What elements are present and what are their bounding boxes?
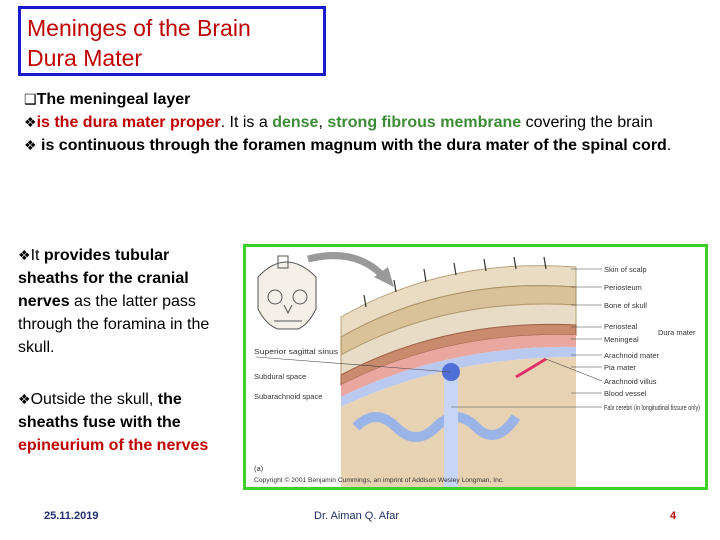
label-bone-skull: Bone of skull xyxy=(604,301,647,310)
meninges-figure: Skin of scalp Periosteum Bone of skull P… xyxy=(243,244,708,490)
label-pia-mater: Pia mater xyxy=(604,363,637,372)
arrowhead-icon xyxy=(374,267,394,287)
label-dura-mater: Dura mater xyxy=(658,328,696,337)
bullet-3-text-a: is continuous through the foramen magnum… xyxy=(36,137,667,154)
diamond-bullet-icon: ❖ xyxy=(24,137,37,153)
bullet-2: ❖is the dura mater proper. It is a dense… xyxy=(24,111,714,134)
diamond-bullet-icon: ❖ xyxy=(18,391,31,407)
bullet-2-text-e: strong fibrous membrane xyxy=(327,114,522,131)
label-arachnoid-mater: Arachnoid mater xyxy=(604,351,660,360)
para2-text-b: provides tubular sheaths for the cranial… xyxy=(18,247,189,310)
title-box: Meninges of the Brain Dura Mater xyxy=(18,6,326,76)
arrow-icon xyxy=(307,252,387,280)
para2-text-a: It xyxy=(30,247,44,264)
paragraph-meningeal-layer: ❑The meningeal layer ❖is the dura mater … xyxy=(24,88,714,157)
label-periosteum: Periosteum xyxy=(604,283,642,292)
para3-text-b: the sheaths fuse with the xyxy=(18,391,182,431)
label-subdural-space: Subdural space xyxy=(254,372,306,381)
bullet-1-text: The meningeal layer xyxy=(36,91,191,108)
para3-text-a: Outside the skull, xyxy=(30,391,158,408)
bullet-2-text-f: covering the brain xyxy=(521,114,653,131)
bullet-2-text-c: dense xyxy=(272,114,319,131)
leader-lines xyxy=(255,268,603,408)
bullet-3: ❖ is continuous through the foramen magn… xyxy=(24,134,714,157)
box-bullet-icon: ❑ xyxy=(24,91,37,107)
diamond-bullet-icon: ❖ xyxy=(24,114,37,130)
skull-icon xyxy=(257,255,317,330)
label-part-a: (a) xyxy=(254,464,264,473)
paragraph-outside-skull: ❖Outside the skull, the sheaths fuse wit… xyxy=(18,388,233,457)
bullet-2-text-d: , xyxy=(318,114,328,131)
label-meningeal: Meningeal xyxy=(604,335,639,344)
label-blood-vessel: Blood vessel xyxy=(604,389,647,398)
title-line-1: Meninges of the Brain xyxy=(27,15,251,41)
title-line-2: Dura Mater xyxy=(27,45,143,71)
footer-date: 25.11.2019 xyxy=(44,510,99,522)
bullet-2-text-b: . It is a xyxy=(220,114,273,131)
tissue-block xyxy=(340,265,577,487)
label-falx-cerebri: Falx cerebri (in longitudinal fissure on… xyxy=(604,403,700,412)
label-skin-scalp: Skin of scalp xyxy=(604,265,647,274)
bullet-1: ❑The meningeal layer xyxy=(24,88,714,111)
figure-copyright: Copyright © 2001 Benjamin Cummings, an i… xyxy=(254,477,504,484)
bullet-2-text-a: is the dura mater proper xyxy=(36,114,221,131)
label-periosteal: Periosteal xyxy=(604,322,638,331)
footer-author: Dr. Aiman Q. Afar xyxy=(314,510,399,522)
label-superior-sinus: Superior sagittal sinus xyxy=(254,347,338,356)
meninges-illustration: Skin of scalp Periosteum Bone of skull P… xyxy=(254,252,700,487)
bullet-3-text-b: . xyxy=(666,137,672,154)
paragraph-tubular-sheaths: ❖It provides tubular sheaths for the cra… xyxy=(18,244,233,359)
footer-page-number: 4 xyxy=(670,510,677,522)
label-arachnoid-villus: Arachnoid villus xyxy=(604,377,657,386)
para3-text-c: epineurium of the nerves xyxy=(18,437,209,454)
label-subarachnoid-space: Subarachnoid space xyxy=(254,392,322,401)
hair-strokes xyxy=(363,256,547,308)
para2-text-c: as the latter pass through the foramina … xyxy=(18,293,210,356)
diamond-bullet-icon: ❖ xyxy=(18,247,31,263)
